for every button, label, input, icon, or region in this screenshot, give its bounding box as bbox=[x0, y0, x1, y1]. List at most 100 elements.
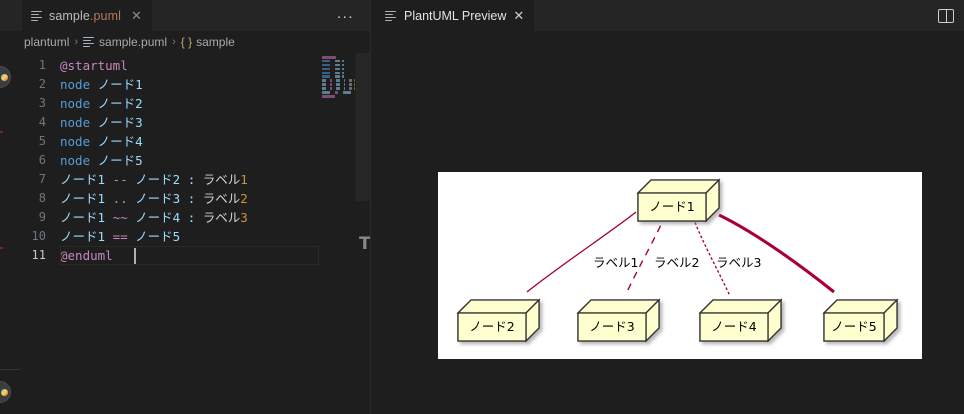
preview-pane: PlantUML Preview ✕ bbox=[371, 0, 964, 414]
editor-vertical-scrollbar[interactable]: T bbox=[356, 53, 370, 414]
line-number: 8 bbox=[38, 191, 46, 205]
more-actions-icon[interactable]: ... bbox=[336, 5, 354, 22]
breadcrumb-item-folder[interactable]: plantuml bbox=[24, 35, 69, 49]
code-line[interactable]: 2 node ノード1 bbox=[0, 75, 248, 94]
breadcrumb-file-label: sample.puml bbox=[99, 35, 168, 49]
line-text: @startuml bbox=[60, 58, 128, 73]
minimap[interactable] bbox=[319, 53, 356, 414]
minimap-line bbox=[322, 94, 355, 98]
line-number: 11 bbox=[31, 248, 46, 262]
text-cursor bbox=[134, 248, 136, 264]
plantuml-file-icon bbox=[385, 10, 397, 22]
edge-node1-node5 bbox=[718, 213, 835, 294]
line-text: node ノード5 bbox=[60, 153, 143, 168]
code-line[interactable]: 4 node ノード3 bbox=[0, 113, 248, 132]
node2-label: ノード2 bbox=[469, 319, 514, 334]
line-text: node ノード1 bbox=[60, 77, 143, 92]
plantuml-diagram-svg: ラベル1 ラベル2 ラベル3 ノード1 bbox=[438, 172, 922, 359]
minimap-line bbox=[322, 83, 355, 86]
line-number: 10 bbox=[31, 229, 46, 243]
line-text: ノード1 -- ノード2 : ラベル1 bbox=[60, 172, 248, 187]
close-icon[interactable]: ✕ bbox=[131, 8, 142, 23]
line-text: ノード1 ~~ ノード4 : ラベル3 bbox=[60, 210, 248, 225]
node1-label: ノード1 bbox=[649, 199, 694, 214]
line-text: node ノード2 bbox=[60, 96, 143, 111]
minimap-line bbox=[322, 63, 355, 67]
diagram-node-node4: ノード4 bbox=[698, 298, 783, 343]
code-line[interactable]: 5 node ノード4 bbox=[0, 132, 248, 151]
rail-tick bbox=[0, 247, 3, 249]
scrollbar-marker: T bbox=[359, 234, 370, 254]
code-line[interactable]: 1 @startuml bbox=[0, 56, 248, 75]
edge-node1-node2 bbox=[526, 211, 637, 293]
breadcrumb-separator-icon: › bbox=[74, 36, 79, 48]
diagram-node-node2: ノード2 bbox=[456, 298, 541, 343]
code-editor[interactable]: 1 @startuml 2 node ノード1 3 node ノード2 4 node ノード3… bbox=[0, 53, 370, 414]
tab-plantuml-preview[interactable]: PlantUML Preview ✕ bbox=[371, 0, 536, 31]
code-line[interactable]: 11 @enduml bbox=[0, 246, 248, 265]
tabstrip-left-spacer bbox=[0, 0, 22, 31]
code-line[interactable]: 9 ノード1 ~~ ノード4 : ラベル3 bbox=[0, 208, 248, 227]
code-line[interactable]: 10 ノード1 == ノード5 bbox=[0, 227, 248, 246]
scrollbar-thumb[interactable] bbox=[356, 53, 370, 201]
editor-group: sample.puml ✕ ... plantuml › sample.puml… bbox=[0, 0, 371, 414]
line-number: 9 bbox=[38, 210, 46, 224]
line-number: 5 bbox=[38, 134, 46, 148]
line-text: ノード1 == ノード5 bbox=[60, 229, 181, 244]
line-text: @enduml bbox=[60, 248, 113, 263]
breadcrumb-folder-label: plantuml bbox=[24, 35, 70, 49]
rail-tick bbox=[0, 131, 3, 133]
minimap-line bbox=[322, 79, 355, 82]
line-number: 2 bbox=[38, 77, 46, 91]
close-icon[interactable]: ✕ bbox=[513, 7, 525, 23]
line-text: ノード1 .. ノード3 : ラベル2 bbox=[60, 191, 248, 206]
line-number: 4 bbox=[38, 115, 46, 129]
code-lines[interactable]: 1 @startuml 2 node ノード1 3 node ノード2 4 node ノード3… bbox=[0, 56, 248, 265]
diagram-node-node5: ノード5 bbox=[822, 298, 899, 343]
plantuml-file-icon bbox=[83, 36, 95, 48]
preview-body: ラベル1 ラベル2 ラベル3 ノード1 bbox=[371, 31, 964, 414]
split-editor-icon[interactable] bbox=[938, 8, 954, 23]
tabstrip-actions: ... bbox=[333, 0, 370, 31]
tab-label: sample.puml bbox=[49, 8, 121, 23]
preview-tabstrip: PlantUML Preview ✕ bbox=[371, 0, 964, 31]
preview-tab-label: PlantUML Preview bbox=[404, 8, 507, 23]
plantuml-diagram: ラベル1 ラベル2 ラベル3 ノード1 bbox=[438, 172, 922, 359]
edge-divider bbox=[0, 369, 20, 370]
tab-sample-puml[interactable]: sample.puml ✕ bbox=[22, 0, 153, 31]
plantuml-file-icon bbox=[31, 10, 43, 22]
editor-left-rail bbox=[0, 31, 3, 414]
minimap-line bbox=[322, 67, 355, 71]
minimap-line bbox=[322, 56, 355, 59]
minimap-line bbox=[322, 75, 355, 79]
edge-label-3: ラベル3 bbox=[716, 255, 761, 270]
minimap-line bbox=[322, 87, 355, 90]
badge-dot-icon bbox=[1, 73, 8, 81]
minimap-line bbox=[322, 59, 355, 63]
editor-tabstrip: sample.puml ✕ ... bbox=[0, 0, 370, 31]
edge-label-1: ラベル1 bbox=[593, 255, 638, 270]
code-line[interactable]: 3 node ノード2 bbox=[0, 94, 248, 113]
line-text: node ノード4 bbox=[60, 134, 143, 149]
edge-label-2: ラベル2 bbox=[654, 255, 699, 270]
badge-dot-icon bbox=[1, 388, 8, 396]
breadcrumb-item-symbol[interactable]: { } sample bbox=[181, 35, 235, 49]
line-text: node ノード3 bbox=[60, 115, 143, 130]
edge-node1-node4 bbox=[691, 213, 731, 297]
diagram-node-node3: ノード3 bbox=[576, 298, 661, 343]
breadcrumb-separator-icon: › bbox=[172, 36, 176, 48]
node5-label: ノード5 bbox=[831, 319, 876, 334]
node3-label: ノード3 bbox=[589, 319, 634, 334]
code-line[interactable]: 8 ノード1 .. ノード3 : ラベル2 bbox=[0, 189, 248, 208]
line-number: 1 bbox=[38, 58, 46, 72]
breadcrumb-item-file[interactable]: sample.puml bbox=[83, 35, 167, 49]
braces-icon: { } bbox=[180, 35, 193, 49]
edge-node1-node3 bbox=[625, 213, 667, 295]
diagram-node-node1: ノード1 bbox=[636, 178, 721, 223]
line-number: 3 bbox=[38, 96, 46, 110]
minimap-line bbox=[322, 91, 355, 94]
node4-label: ノード4 bbox=[711, 319, 757, 334]
